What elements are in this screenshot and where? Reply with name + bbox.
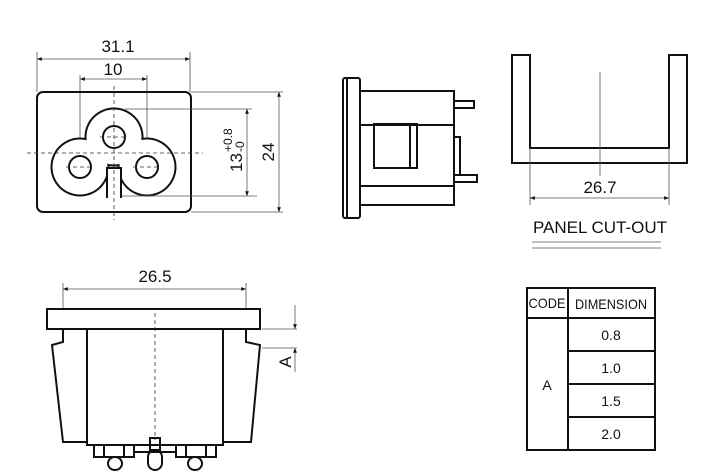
dimension-table: CODE DIMENSION A 0.8 1.0 1.5 2.0 <box>526 287 656 451</box>
bottom-width-label: 26.5 <box>138 267 171 286</box>
inner-height-dim: 13 +0.8 -0 <box>221 128 247 172</box>
panel-cutout-title: PANEL CUT-OUT <box>533 218 667 237</box>
table-cell: 0.8 <box>601 327 621 343</box>
bottom-view: 26.5 A <box>46 267 297 471</box>
svg-text:-0: -0 <box>233 141 247 152</box>
table-cell: 1.5 <box>601 393 621 409</box>
terminals <box>93 437 217 471</box>
table-header-code: CODE <box>529 295 566 311</box>
terminal-pin <box>453 174 478 183</box>
height-dim-label: 24 <box>259 143 278 162</box>
table-cell: 1.0 <box>601 360 621 376</box>
svg-text:13: 13 <box>227 153 246 172</box>
cutout-width-label: 26.7 <box>583 178 616 197</box>
width-dim-label: 31.1 <box>101 37 134 56</box>
thickness-label: A <box>276 356 295 368</box>
terminal-pin <box>453 100 475 109</box>
table-header-dimension: DIMENSION <box>575 296 647 312</box>
front-view: 31.1 10 13 +0.8 -0 <box>27 37 283 220</box>
panel-cutout: 26.7 PANEL CUT-OUT <box>511 54 688 249</box>
table-cell: 2.0 <box>601 426 621 442</box>
side-view <box>342 77 478 219</box>
table-code-value: A <box>542 377 552 393</box>
svg-text:+0.8: +0.8 <box>221 128 235 152</box>
pin-spacing-label: 10 <box>104 60 123 79</box>
